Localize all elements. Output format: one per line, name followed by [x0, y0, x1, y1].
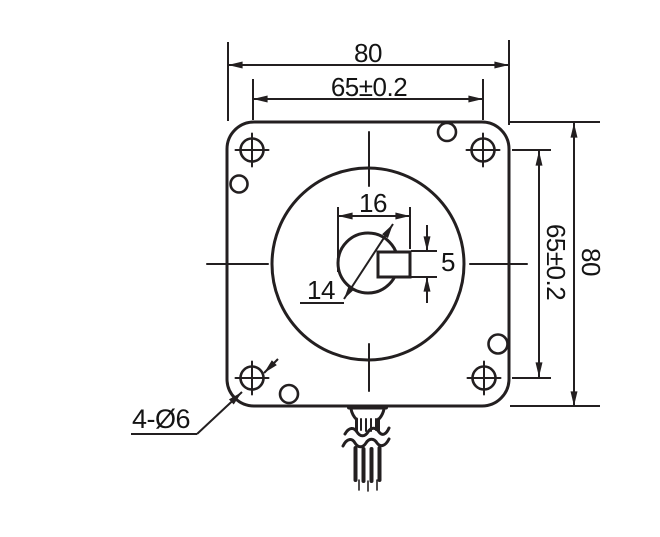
bolt-hole-top-right [465, 132, 501, 168]
dim-text-mount-holes: 4-Ø6 [132, 404, 190, 434]
vent-hole-left [229, 174, 249, 194]
dim-line-shaft-diameter [343, 223, 394, 300]
part-outline-group [206, 120, 528, 492]
dim-text-hole-spacing-h: 65±0.2 [331, 72, 407, 102]
leader-holes-arrow [196, 391, 243, 435]
key-slot-rect [376, 250, 412, 279]
break-line-lower [341, 437, 391, 449]
vent-hole-top-right [436, 121, 458, 143]
dim-text-overall-width: 80 [354, 38, 382, 68]
dim-text-shaft-diameter: 14 [307, 275, 335, 305]
bolt-hole-bottom-left [234, 360, 270, 396]
dimension-text-group: 80 65±0.2 65±0.2 80 16 14 5 4-Ø6 [132, 38, 606, 434]
dim-text-boss-flat: 16 [359, 188, 387, 218]
leader-holes-counter-arrow [263, 358, 279, 374]
dimension-lines-group [131, 40, 600, 435]
center-lines [206, 131, 528, 392]
dim-text-hole-spacing-v: 65±0.2 [541, 224, 571, 300]
cable-exit [341, 405, 391, 492]
dim-text-key-height: 5 [441, 247, 455, 277]
vent-hole-right [487, 333, 509, 355]
dim-text-overall-height: 80 [576, 248, 606, 276]
vent-hole-bottom [278, 383, 300, 405]
break-line-upper [343, 426, 391, 438]
bolt-hole-top-left [234, 132, 270, 168]
bolt-hole-bottom-right [466, 360, 502, 396]
